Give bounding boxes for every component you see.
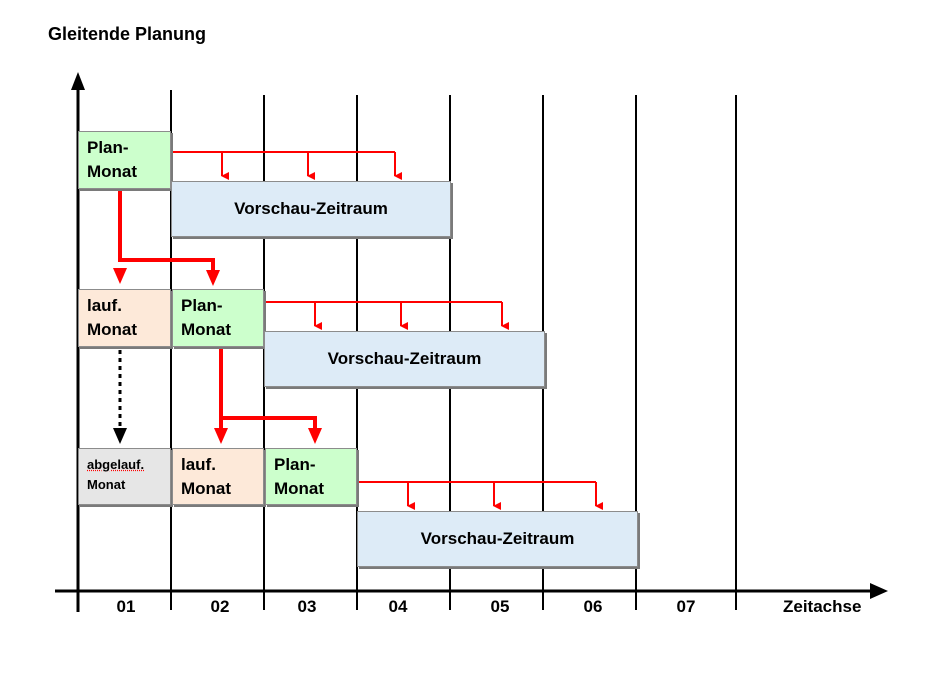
preview-period-box: Vorschau-Zeitraum [264,331,545,387]
box-label: abgelauf. [87,457,145,472]
axis-month-label: 02 [210,597,230,616]
current-month-box: lauf. Monat [172,448,264,505]
transition-arrows-2 [219,348,317,430]
box-label: Monat [274,479,325,498]
arrowhead [308,428,322,444]
plan-month-box: Plan- Monat [172,289,264,347]
preview-arrows-row-2 [265,301,509,330]
preview-arrows-row-1 [172,151,402,180]
box-label: Monat [87,477,126,492]
arrowhead [214,428,228,444]
axis-month-label: 06 [583,597,603,616]
preview-period-box: Vorschau-Zeitraum [171,181,451,237]
box-label: Vorschau-Zeitraum [420,529,575,548]
diagram-title: Gleitende Planung [48,24,207,44]
box-label: Plan- [181,296,223,315]
box-label: Monat [87,320,138,339]
box-label: lauf. [87,296,122,315]
transition-arrows-1 [118,190,215,272]
box-label: Plan- [87,138,129,157]
axis-month-label: 01 [116,597,136,616]
expired-month-box: abgelauf. Monat [78,448,171,505]
axis-month-label: 04 [388,597,408,616]
preview-period-box: Vorschau-Zeitraum [357,511,638,567]
box-label: Monat [181,479,232,498]
axis-name: Zeitachse [783,597,862,616]
plan-month-box: Plan- Monat [265,448,357,505]
box-label: Vorschau-Zeitraum [327,349,482,368]
axis-month-label: 07 [676,597,696,616]
arrowhead [206,270,220,286]
arrowhead [113,428,127,444]
box-label: Vorschau-Zeitraum [234,199,388,218]
current-month-box: lauf. Monat [78,289,171,347]
box-label: lauf. [181,455,216,474]
box-label: Monat [181,320,232,339]
axis-month-label: 05 [490,597,510,616]
box-label: Monat [87,162,138,181]
y-axis-arrowhead [71,72,85,90]
x-axis-arrowhead [870,583,888,599]
axis-month-label: 03 [297,597,317,616]
box-label: Plan- [274,455,316,474]
arrowhead [113,268,127,284]
preview-arrows-row-3 [358,481,603,510]
plan-month-box: Plan- Monat [78,131,171,189]
